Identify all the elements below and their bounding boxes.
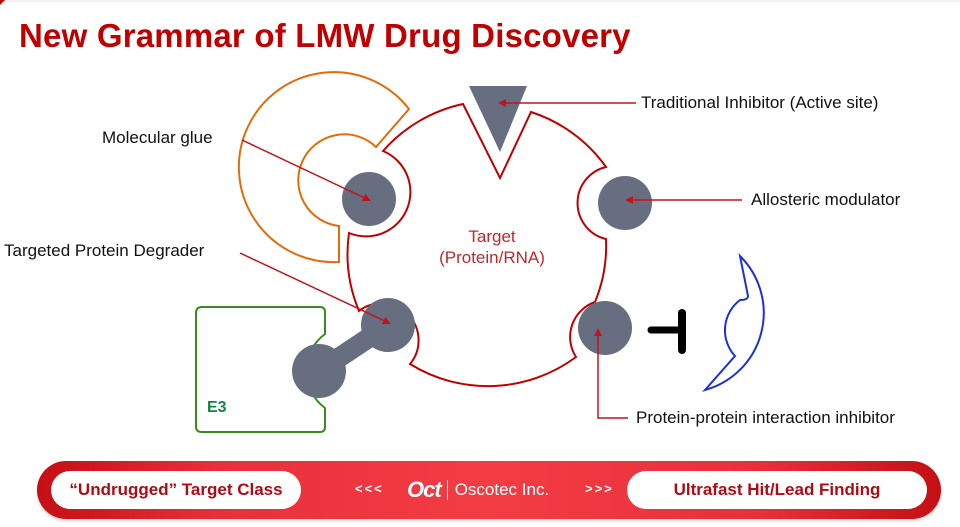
arrow-ppi-inhibitor xyxy=(594,328,628,419)
brand-divider xyxy=(446,480,448,500)
label-traditional-inhibitor: Traditional Inhibitor (Active site) xyxy=(641,93,879,112)
target-label-line2: (Protein/RNA) xyxy=(439,248,545,267)
inhibition-symbol xyxy=(647,309,686,354)
ultrafast-hit-lead-pill: Ultrafast Hit/Lead Finding xyxy=(627,471,927,509)
e3-label: E3 xyxy=(207,399,227,416)
arrow-degrader xyxy=(239,252,391,325)
molecular-glue-partner-shape xyxy=(237,71,411,264)
arrow-molecular-glue xyxy=(241,139,371,202)
top-border xyxy=(0,0,960,2)
label-targeted-protein-degrader: Targeted Protein Degrader xyxy=(4,241,205,260)
undrugged-target-class-pill: “Undrugged” Target Class xyxy=(51,471,301,509)
ppi-inhibitor-ligand xyxy=(578,301,632,355)
target-label: Target (Protein/RNA) xyxy=(412,226,572,268)
corner-accent xyxy=(0,0,5,5)
oscotec-brand: Oct Oscotec Inc. xyxy=(407,474,549,506)
bottom-banner: “Undrugged” Target Class <<< Oct Oscotec… xyxy=(37,461,941,519)
slide-title: New Grammar of LMW Drug Discovery xyxy=(19,17,631,54)
company-name: Oscotec Inc. xyxy=(454,480,550,499)
right-chevrons: >>> xyxy=(585,481,614,496)
label-allosteric-modulator: Allosteric modulator xyxy=(751,190,901,209)
ppi-partner-shape xyxy=(702,252,765,392)
oscotec-logo: Oct xyxy=(407,477,442,502)
e3-ligase-shape xyxy=(195,306,326,433)
label-ppi-inhibitor: Protein-protein interaction inhibitor xyxy=(636,408,895,427)
target-label-line1: Target xyxy=(468,227,516,246)
left-chevrons: <<< xyxy=(355,481,384,496)
degrader-molecule xyxy=(292,298,415,398)
allosteric-ligand xyxy=(598,176,652,230)
label-molecular-glue: Molecular glue xyxy=(102,128,213,147)
molecular-glue-ligand xyxy=(342,172,396,226)
